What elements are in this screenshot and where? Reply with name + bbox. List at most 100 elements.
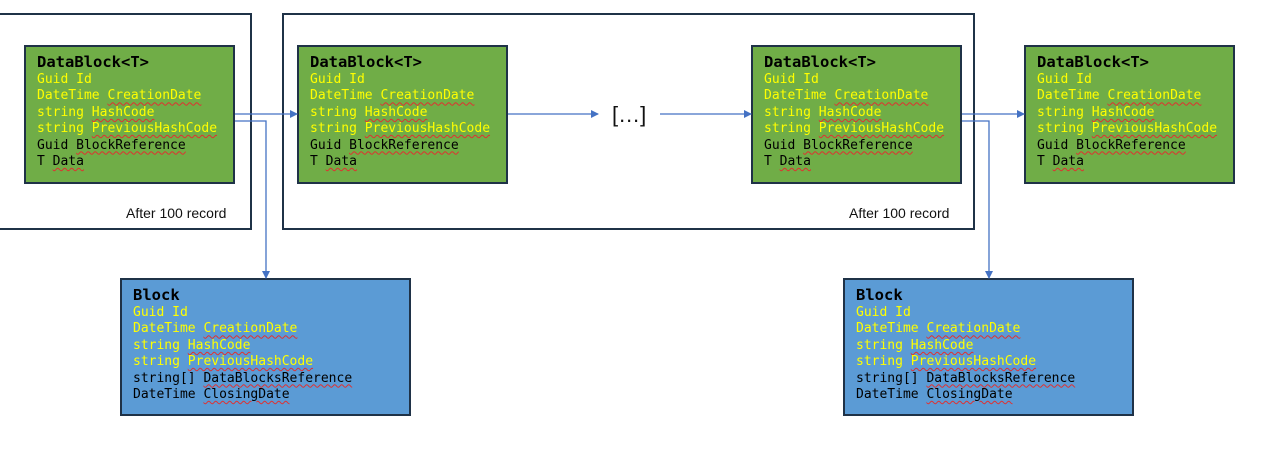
ellipsis-label: […] bbox=[612, 102, 647, 127]
field-name: PreviousHashCode bbox=[364, 121, 491, 137]
arrow-datablock3-to-block2 bbox=[962, 120, 993, 279]
field-type: Guid bbox=[1037, 72, 1069, 87]
field-type: Guid bbox=[764, 72, 796, 87]
datablock-title: DataBlock<T> bbox=[37, 53, 149, 71]
field-name: Id bbox=[172, 305, 188, 320]
datablock-field: T Data bbox=[37, 154, 233, 170]
datablock-field: string PreviousHashCode bbox=[764, 121, 960, 137]
datablock-title: DataBlock<T> bbox=[764, 53, 876, 71]
field-type: Guid bbox=[133, 305, 165, 320]
datablock-field: Guid Id bbox=[1037, 72, 1233, 88]
field-type: string[] bbox=[856, 370, 919, 386]
block-field: string[] DataBlocksReference bbox=[133, 371, 409, 387]
datablock-field: string PreviousHashCode bbox=[1037, 121, 1233, 137]
block-field: Guid Id bbox=[133, 305, 409, 321]
field-type: string bbox=[37, 104, 84, 120]
field-type: Guid bbox=[856, 305, 888, 320]
field-type: DateTime bbox=[1037, 88, 1100, 104]
block-field: string PreviousHashCode bbox=[856, 354, 1132, 370]
field-name: HashCode bbox=[364, 104, 428, 120]
datablock-field: Guid BlockReference bbox=[37, 138, 233, 154]
field-name: CreationDate bbox=[834, 88, 929, 104]
field-type: string bbox=[310, 104, 357, 120]
field-name: CreationDate bbox=[926, 321, 1021, 337]
datablock-field: string PreviousHashCode bbox=[37, 121, 233, 137]
datablock-field: string PreviousHashCode bbox=[310, 121, 506, 137]
datablock-field: DateTime CreationDate bbox=[310, 88, 506, 104]
field-name: Id bbox=[803, 72, 819, 87]
field-type: DateTime bbox=[37, 88, 100, 104]
field-type: DateTime bbox=[856, 387, 919, 403]
field-type: string bbox=[764, 121, 811, 137]
block-field: string PreviousHashCode bbox=[133, 354, 409, 370]
field-name: Id bbox=[76, 72, 92, 87]
field-type: T bbox=[310, 154, 318, 170]
field-name: Data bbox=[1052, 154, 1084, 170]
field-name: HashCode bbox=[1091, 104, 1155, 120]
field-name: BlockReference bbox=[76, 137, 186, 153]
field-type: Guid bbox=[37, 137, 69, 153]
field-type: DateTime bbox=[764, 88, 827, 104]
field-name: Id bbox=[1076, 72, 1092, 87]
datablock-field: string HashCode bbox=[310, 105, 506, 121]
block-field: DateTime CreationDate bbox=[133, 321, 409, 337]
field-name: ClosingDate bbox=[926, 387, 1013, 403]
block-field: Guid Id bbox=[856, 305, 1132, 321]
field-type: Guid bbox=[37, 72, 69, 87]
datablock-title: DataBlock<T> bbox=[1037, 53, 1149, 71]
field-type: string bbox=[1037, 104, 1084, 120]
field-name: Data bbox=[325, 154, 357, 170]
datablock-field: T Data bbox=[1037, 154, 1233, 170]
field-name: DataBlocksReference bbox=[926, 370, 1076, 386]
block-field: DateTime ClosingDate bbox=[856, 387, 1132, 403]
datablock-field: Guid BlockReference bbox=[1037, 138, 1233, 154]
block-field: string[] DataBlocksReference bbox=[856, 371, 1132, 387]
datablock-field: T Data bbox=[764, 154, 960, 170]
field-name: Id bbox=[895, 305, 911, 320]
field-name: ClosingDate bbox=[203, 387, 290, 403]
field-type: string bbox=[1037, 121, 1084, 137]
datablock-title: DataBlock<T> bbox=[310, 53, 422, 71]
field-name: HashCode bbox=[818, 104, 882, 120]
field-type: Guid bbox=[1037, 137, 1069, 153]
field-type: string bbox=[856, 337, 903, 353]
block-title: Block bbox=[856, 286, 903, 304]
field-name: PreviousHashCode bbox=[910, 354, 1037, 370]
field-name: BlockReference bbox=[803, 137, 913, 153]
field-name: CreationDate bbox=[380, 88, 475, 104]
field-name: CreationDate bbox=[203, 321, 298, 337]
datablock-field: DateTime CreationDate bbox=[1037, 88, 1233, 104]
field-type: Guid bbox=[310, 137, 342, 153]
field-type: string[] bbox=[133, 370, 196, 386]
field-type: DateTime bbox=[310, 88, 373, 104]
block-title: Block bbox=[133, 286, 180, 304]
field-type: T bbox=[1037, 154, 1045, 170]
field-type: string bbox=[310, 121, 357, 137]
datablock-field: T Data bbox=[310, 154, 506, 170]
field-type: T bbox=[764, 154, 772, 170]
datablock-field: string HashCode bbox=[764, 105, 960, 121]
field-type: string bbox=[133, 337, 180, 353]
datablock-field: Guid Id bbox=[764, 72, 960, 88]
datablock-field: Guid BlockReference bbox=[310, 138, 506, 154]
field-name: CreationDate bbox=[107, 88, 202, 104]
datablock-field: DateTime CreationDate bbox=[37, 88, 233, 104]
field-name: HashCode bbox=[91, 104, 155, 120]
field-type: string bbox=[37, 121, 84, 137]
field-name: PreviousHashCode bbox=[818, 121, 945, 137]
datablock-field: Guid Id bbox=[310, 72, 506, 88]
field-name: HashCode bbox=[187, 337, 251, 353]
field-name: PreviousHashCode bbox=[91, 121, 218, 137]
datablock-field: Guid Id bbox=[37, 72, 233, 88]
field-name: Data bbox=[52, 154, 84, 170]
field-name: PreviousHashCode bbox=[1091, 121, 1218, 137]
field-type: string bbox=[856, 354, 903, 370]
field-type: Guid bbox=[310, 72, 342, 87]
field-type: DateTime bbox=[856, 321, 919, 337]
field-name: DataBlocksReference bbox=[203, 370, 353, 386]
